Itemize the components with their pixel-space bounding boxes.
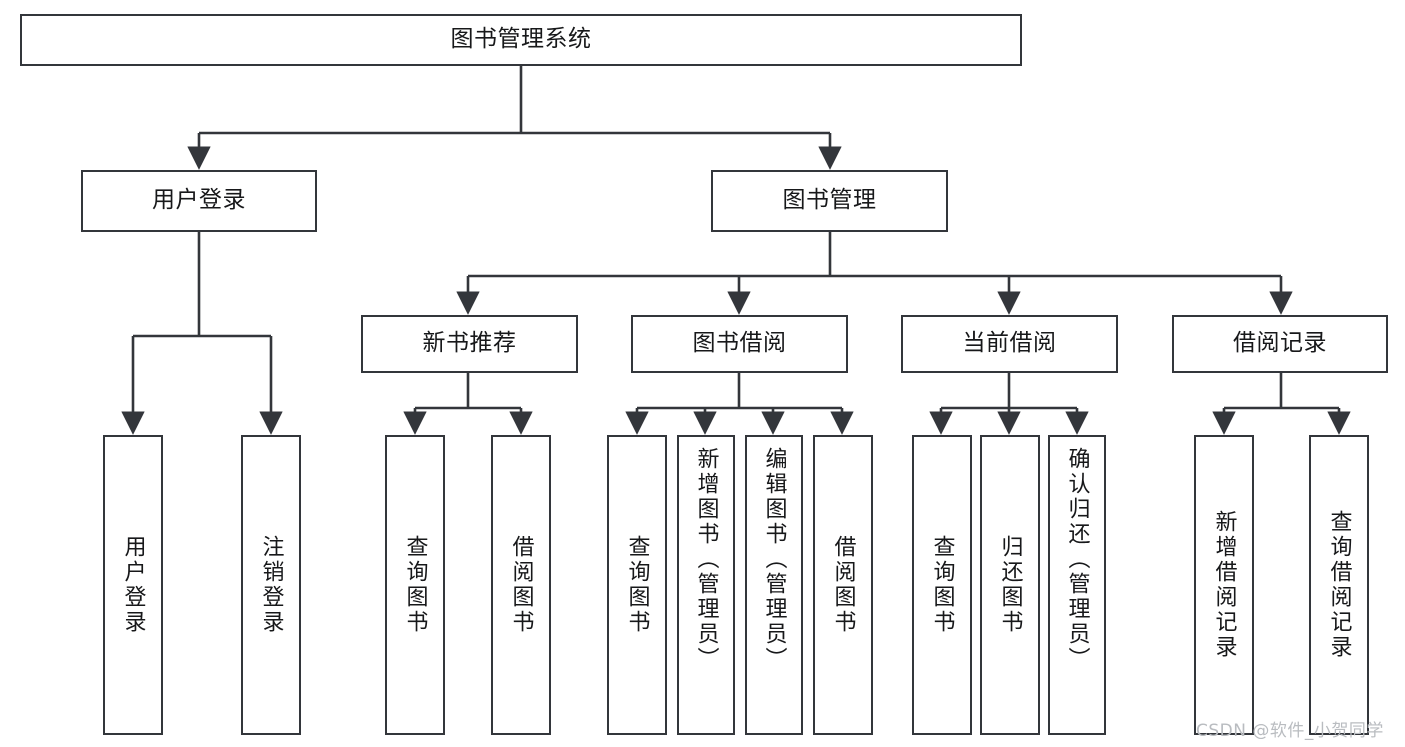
leaf-borrow-books-recommendation[interactable]: 借阅图书 bbox=[491, 435, 551, 735]
csdn-watermark: CSDN @软件_小贺同学 bbox=[1196, 721, 1384, 741]
node-label: 借阅图书 bbox=[830, 535, 856, 635]
node-label: 新书推荐 bbox=[422, 330, 517, 357]
node-label: 查询借阅记录 bbox=[1326, 510, 1352, 660]
leaf-edit-book-admin[interactable]: 编辑图书（管理员） bbox=[745, 435, 803, 735]
node-label: 查询图书 bbox=[624, 535, 650, 635]
node-borrowing-records[interactable]: 借阅记录 bbox=[1172, 315, 1388, 373]
leaf-query-borrow-record[interactable]: 查询借阅记录 bbox=[1309, 435, 1369, 735]
node-label: 查询图书 bbox=[402, 535, 428, 635]
leaf-return-books[interactable]: 归还图书 bbox=[980, 435, 1040, 735]
leaf-user-login[interactable]: 用户登录 bbox=[103, 435, 163, 735]
node-label: 图书管理系统 bbox=[450, 26, 592, 53]
leaf-logout[interactable]: 注销登录 bbox=[241, 435, 301, 735]
node-label: 当前借阅 bbox=[962, 330, 1057, 357]
node-label: 图书借阅 bbox=[692, 330, 787, 357]
node-user-login[interactable]: 用户登录 bbox=[81, 170, 317, 232]
node-book-management[interactable]: 图书管理 bbox=[711, 170, 948, 232]
node-label: 新增图书（管理员） bbox=[693, 447, 719, 672]
node-current-borrowing[interactable]: 当前借阅 bbox=[901, 315, 1118, 373]
node-label: 用户登录 bbox=[120, 535, 146, 635]
leaf-query-books-borrowing[interactable]: 查询图书 bbox=[607, 435, 667, 735]
node-label: 编辑图书（管理员） bbox=[761, 447, 787, 672]
node-label: 借阅图书 bbox=[508, 535, 534, 635]
leaf-add-borrow-record[interactable]: 新增借阅记录 bbox=[1194, 435, 1254, 735]
node-label: 归还图书 bbox=[997, 535, 1023, 635]
node-label: 图书管理 bbox=[782, 187, 877, 214]
node-label: 新增借阅记录 bbox=[1211, 510, 1237, 660]
node-label: 查询图书 bbox=[929, 535, 955, 635]
node-book-borrowing[interactable]: 图书借阅 bbox=[631, 315, 848, 373]
node-label: 用户登录 bbox=[152, 187, 246, 214]
node-label: 注销登录 bbox=[258, 535, 284, 635]
node-label: 确认归还（管理员） bbox=[1064, 447, 1090, 672]
leaf-query-books-current[interactable]: 查询图书 bbox=[912, 435, 972, 735]
node-new-book-recommendation[interactable]: 新书推荐 bbox=[361, 315, 578, 373]
leaf-confirm-return-admin[interactable]: 确认归还（管理员） bbox=[1048, 435, 1106, 735]
node-label: 借阅记录 bbox=[1233, 330, 1327, 357]
node-root-book-management-system[interactable]: 图书管理系统 bbox=[20, 14, 1022, 66]
leaf-query-books-recommendation[interactable]: 查询图书 bbox=[385, 435, 445, 735]
leaf-borrow-books-borrowing[interactable]: 借阅图书 bbox=[813, 435, 873, 735]
leaf-add-book-admin[interactable]: 新增图书（管理员） bbox=[677, 435, 735, 735]
